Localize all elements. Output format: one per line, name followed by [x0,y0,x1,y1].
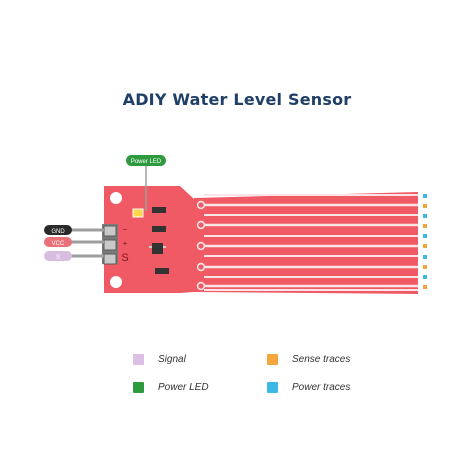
legend-swatch-power-led [133,382,144,393]
legend-label-power-led: Power LED [158,382,209,393]
legend-swatch-signal [133,354,144,365]
power-led-tag [126,155,166,166]
power-trace-marker [423,275,427,279]
legend-item-power-traces: Power traces [267,382,350,393]
power-led [132,208,144,218]
pin-pad-signal [103,253,117,265]
mark-s: S [121,252,128,264]
gnd-tag [44,225,72,235]
sense-trace-marker [423,224,427,228]
page-title: ADIY Water Level Sensor [122,90,352,109]
legend-item-signal: Signal [133,354,186,365]
legend-label-signal: Signal [158,354,186,365]
mark-plus: + [123,239,128,248]
vcc-tag-label: VCC [52,241,65,247]
mounting-hole-top [110,192,122,204]
sense-trace-marker [423,265,427,269]
sense-trace-marker [423,244,427,248]
trace-via [196,281,206,291]
sense-trace-marker [423,204,427,208]
smd-resistor-top [152,207,166,213]
signal-tag-label: S [56,255,60,261]
trace-via [196,220,206,230]
trace-end-markers [423,194,427,289]
pin-pad-gnd [103,225,117,237]
legend-swatch-sense-traces [267,354,278,365]
legend-label-power-traces: Power traces [292,382,351,393]
power-trace-marker [423,255,427,259]
smd-resistor-mid [152,226,166,232]
power-trace-marker [423,234,427,238]
signal-tag [44,251,72,261]
sensor-traces [196,194,418,291]
transistor-pin-right [163,246,166,248]
gnd-tag-label: GND [51,229,65,235]
transistor-chip [152,243,163,254]
legend-item-power-led: Power LED [133,382,209,393]
trace-via [196,241,206,251]
vcc-tag [44,237,72,247]
power-trace-marker [423,194,427,198]
legend-label-sense-traces: Sense traces [292,354,351,365]
mark-minus: − [123,225,128,234]
power-led-tag-label: Power LED [131,159,162,165]
transistor-pin-left [149,246,152,248]
pin-pad-vcc [103,239,117,251]
trace-via [196,200,206,210]
mounting-hole-bottom [110,276,122,288]
trace-via [196,262,206,272]
power-trace-marker [423,214,427,218]
legend-swatch-power-traces [267,382,278,393]
legend-item-sense-traces: Sense traces [267,354,350,365]
sense-trace-marker [423,285,427,289]
smd-resistor-bottom [155,268,169,274]
